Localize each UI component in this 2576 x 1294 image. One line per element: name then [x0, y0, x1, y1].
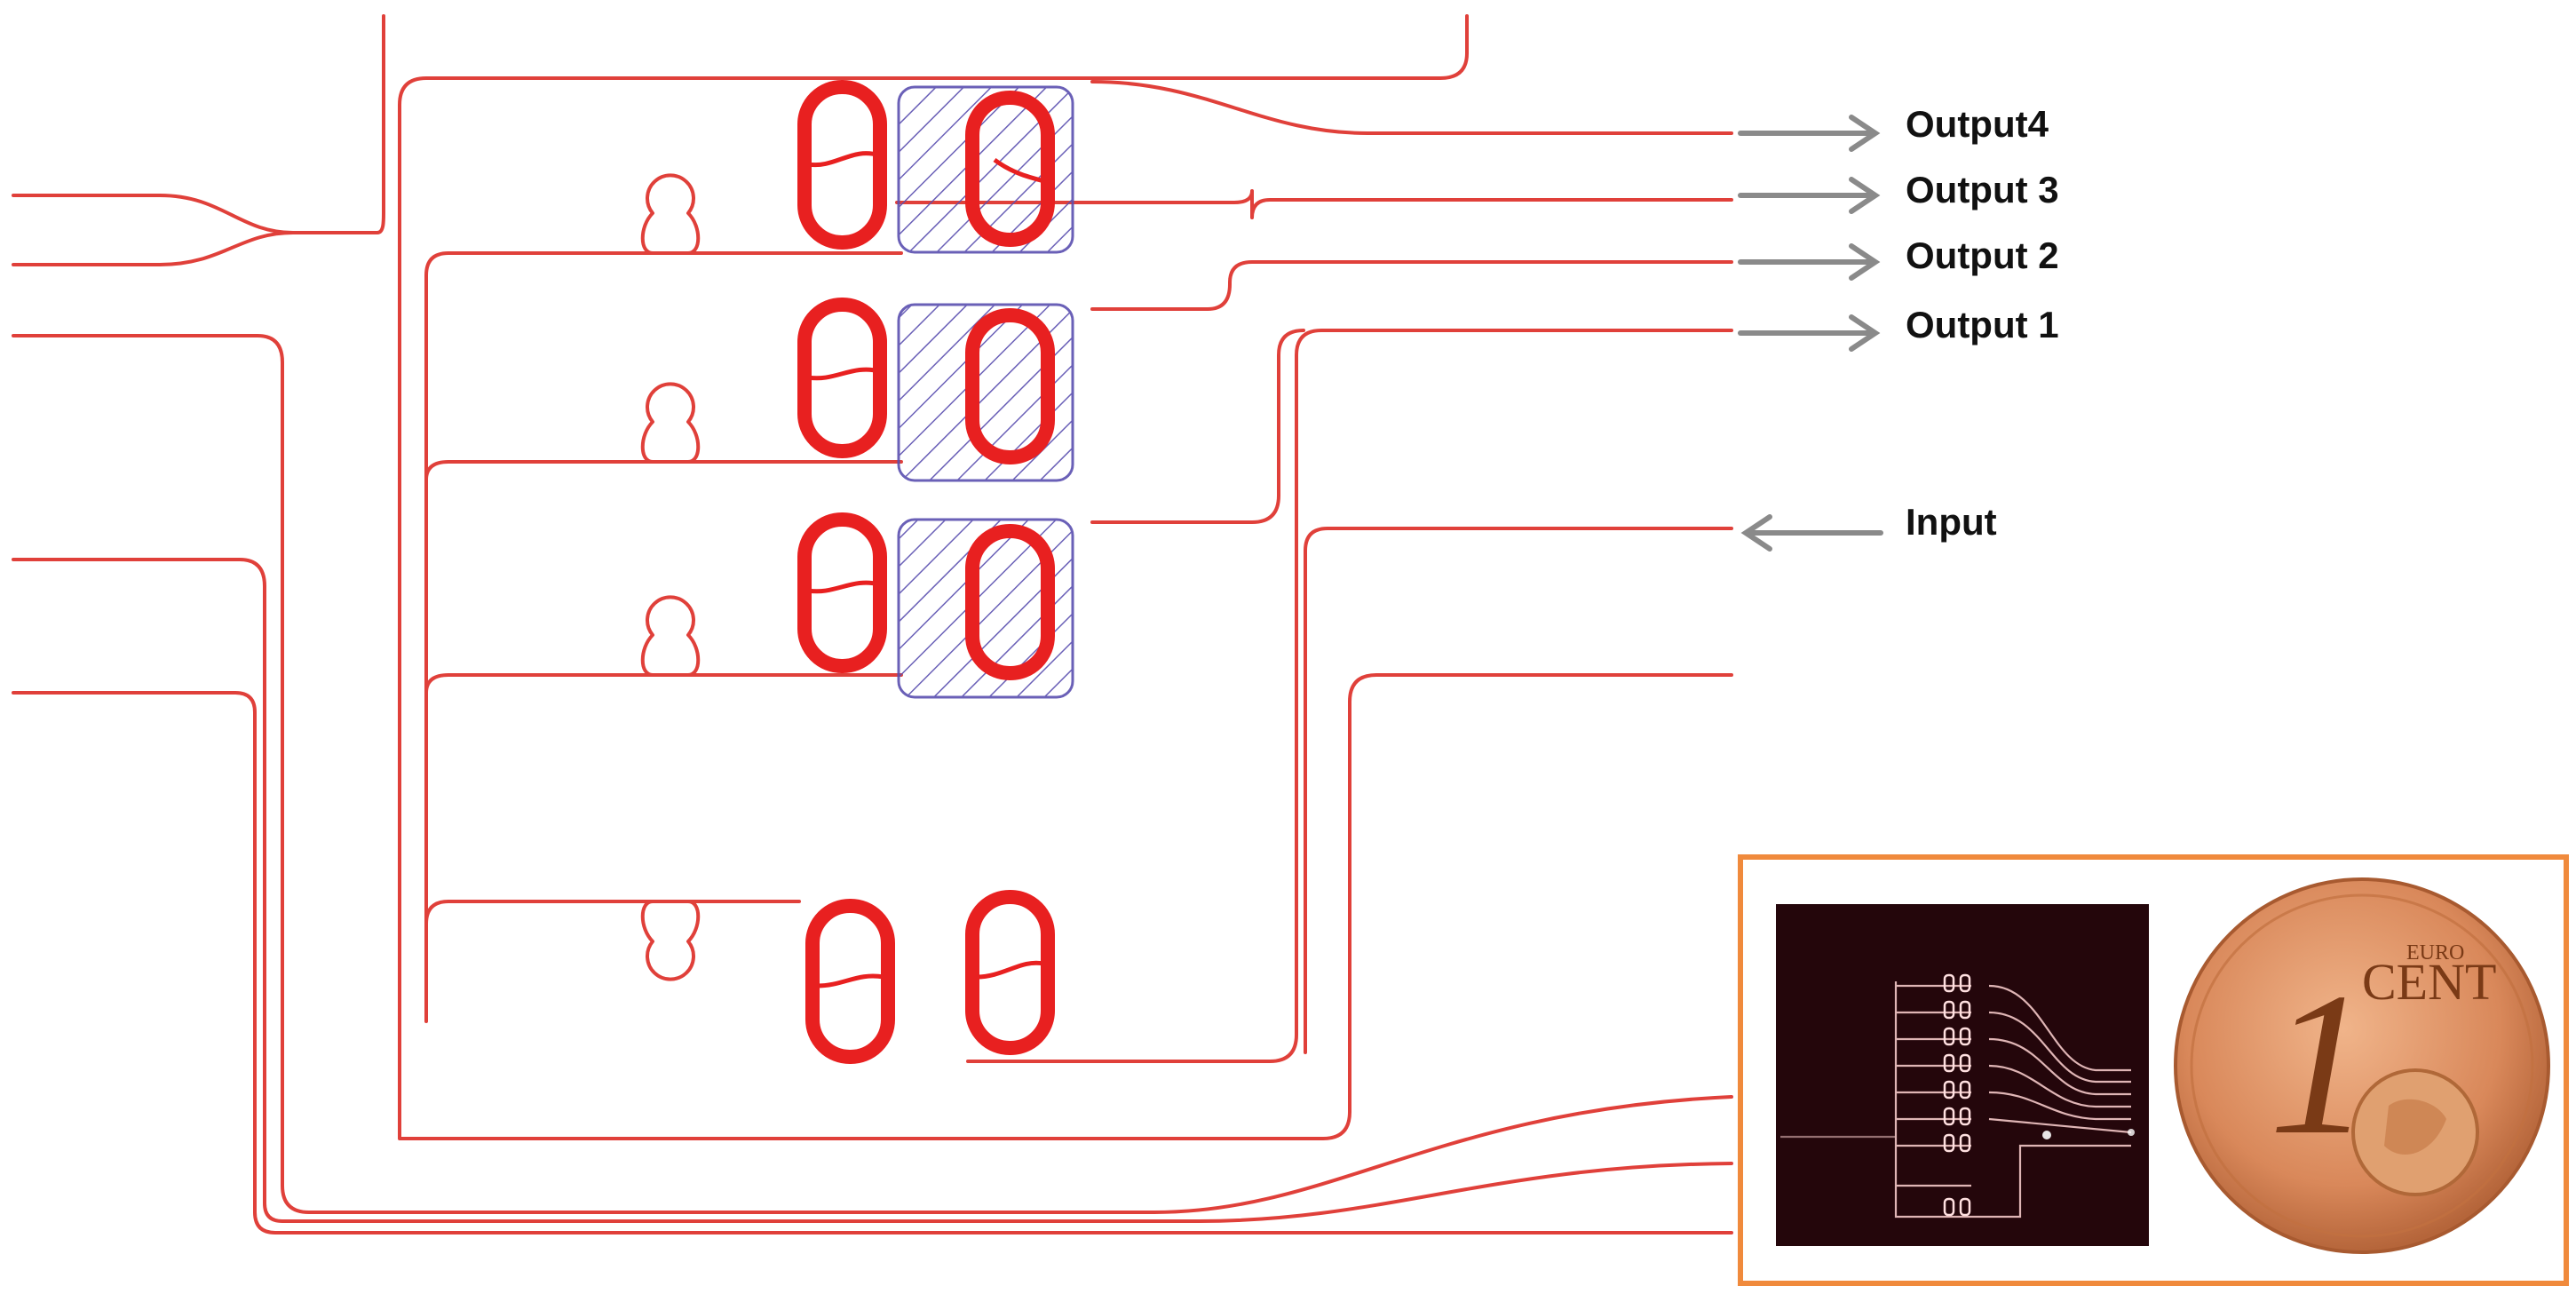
- loop-2: [640, 382, 701, 464]
- arrow-right-icon: [1738, 115, 1881, 152]
- ring-unit1-left: [797, 80, 887, 250]
- ring-unit2-left: [797, 298, 887, 458]
- coin-cent-label: CENT: [2362, 953, 2496, 1011]
- port-arrows: [1738, 115, 1883, 552]
- coin-euro-label: EURO: [2406, 941, 2464, 965]
- loop-4: [640, 900, 701, 981]
- label-output2: Output 2: [1906, 234, 2059, 276]
- waveguide-left-3: [12, 691, 1733, 1234]
- heater-unit1: [897, 85, 1074, 254]
- ring-resonators: [797, 80, 1074, 1064]
- ring-unit4-right: [965, 890, 1055, 1055]
- label-output3: Output 3: [1906, 169, 2059, 210]
- waveguide-input-top-2: [12, 231, 295, 266]
- euro-coin-icon: 1 EURO CENT: [2174, 877, 2550, 1254]
- ring-unit1-right: [965, 91, 1055, 247]
- heater-unit3: [897, 518, 1074, 699]
- ring-unit3-left: [797, 512, 887, 673]
- loop-1: [640, 173, 701, 255]
- waveguide-trunk: [424, 251, 614, 1023]
- arrow-right-icon: [1738, 177, 1881, 214]
- waveguide-output2: [1090, 260, 1733, 311]
- waveguide-left-2: [12, 558, 1733, 1223]
- ring-unit3-right: [965, 524, 1055, 680]
- coin-numeral: 1: [2269, 950, 2371, 1177]
- arrow-left-icon: [1740, 514, 1883, 552]
- heater-unit2: [897, 303, 1074, 482]
- loop-3: [640, 595, 701, 677]
- waveguide-input-top-1: [12, 14, 385, 234]
- inset-photo: 1 EURO CENT: [1738, 854, 2569, 1286]
- waveguide-network: [12, 14, 1733, 1234]
- waveguide-top-bus: [398, 14, 1733, 1140]
- waveguide-input: [1304, 527, 1733, 1054]
- arrow-right-icon: [1738, 243, 1881, 281]
- chip-photo: [1776, 904, 2149, 1246]
- waveguide-output3: [895, 189, 1733, 219]
- waveguide-left-1: [12, 334, 1733, 1214]
- label-output4: Output4: [1906, 103, 2049, 145]
- label-output1: Output 1: [1906, 304, 2059, 345]
- waveguide-output1: [1090, 329, 1305, 524]
- ring-unit2-right: [965, 308, 1055, 464]
- waveguide-output4: [1090, 80, 1733, 135]
- label-input: Input: [1906, 501, 1997, 543]
- arrow-right-icon: [1738, 314, 1881, 352]
- ring-unit4-left: [805, 899, 895, 1064]
